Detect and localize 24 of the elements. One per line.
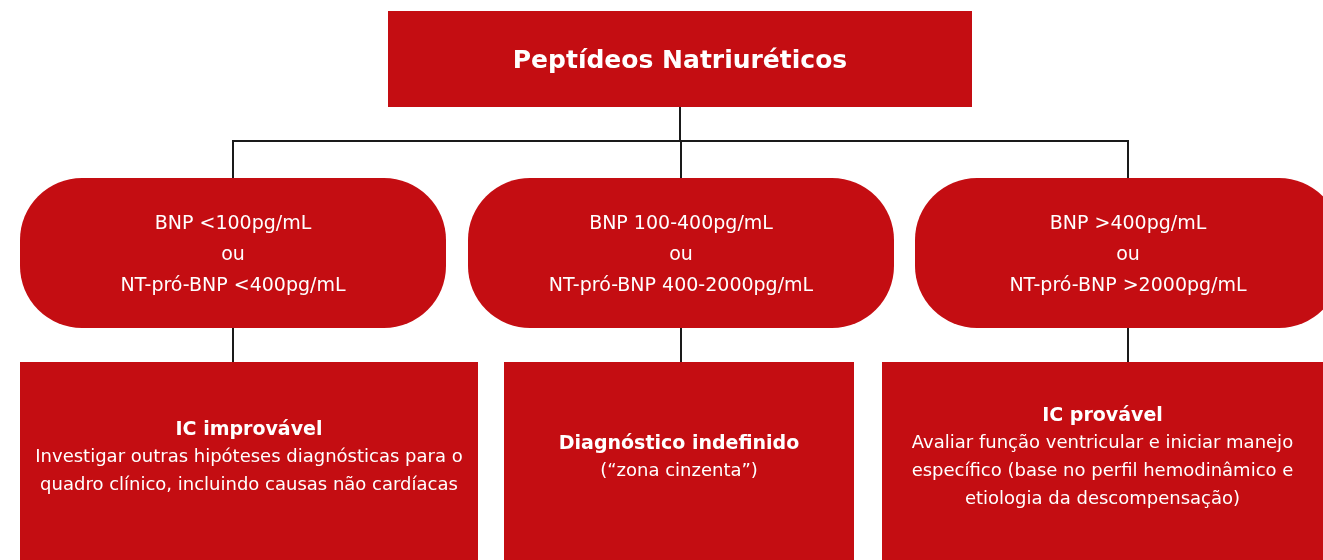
result-box <box>504 362 854 560</box>
connector-line <box>680 327 682 363</box>
result-text: Investigar outras hipóteses diagnósticas para o quadro clínico, incluindo causas não cardíacas <box>34 443 464 496</box>
result-heading: Diagnóstico indefinido <box>558 429 800 455</box>
title-box <box>388 11 972 107</box>
result-box <box>20 362 478 560</box>
threshold-text: NT-pró-BNP >2000pg/mL <box>1009 271 1247 297</box>
threshold-text: ou <box>1116 240 1140 266</box>
result-heading: IC improvável <box>175 415 323 441</box>
threshold-text: ou <box>669 240 693 266</box>
connector-line <box>1127 327 1129 363</box>
threshold-text: BNP 100-400pg/mL <box>589 209 773 235</box>
threshold-text: NT-pró-BNP 400-2000pg/mL <box>548 271 814 297</box>
threshold-text: NT-pró-BNP <400pg/mL <box>120 271 346 297</box>
threshold-text: BNP >400pg/mL <box>1049 209 1207 235</box>
result-text: Avaliar função ventricular e iniciar manejo específico (base no perfil hemodinâmico e etiologia da descompensação) <box>910 429 1295 510</box>
result-heading: IC provável <box>1042 401 1163 427</box>
threshold-pill <box>915 178 1323 328</box>
result-text: (“zona cinzenta”) <box>600 457 758 482</box>
result-box <box>882 362 1323 560</box>
title-text: Peptídeos Natriuréticos <box>512 44 848 74</box>
threshold-text: ou <box>221 240 245 266</box>
connector-line <box>232 327 234 363</box>
threshold-text: BNP <100pg/mL <box>154 209 312 235</box>
